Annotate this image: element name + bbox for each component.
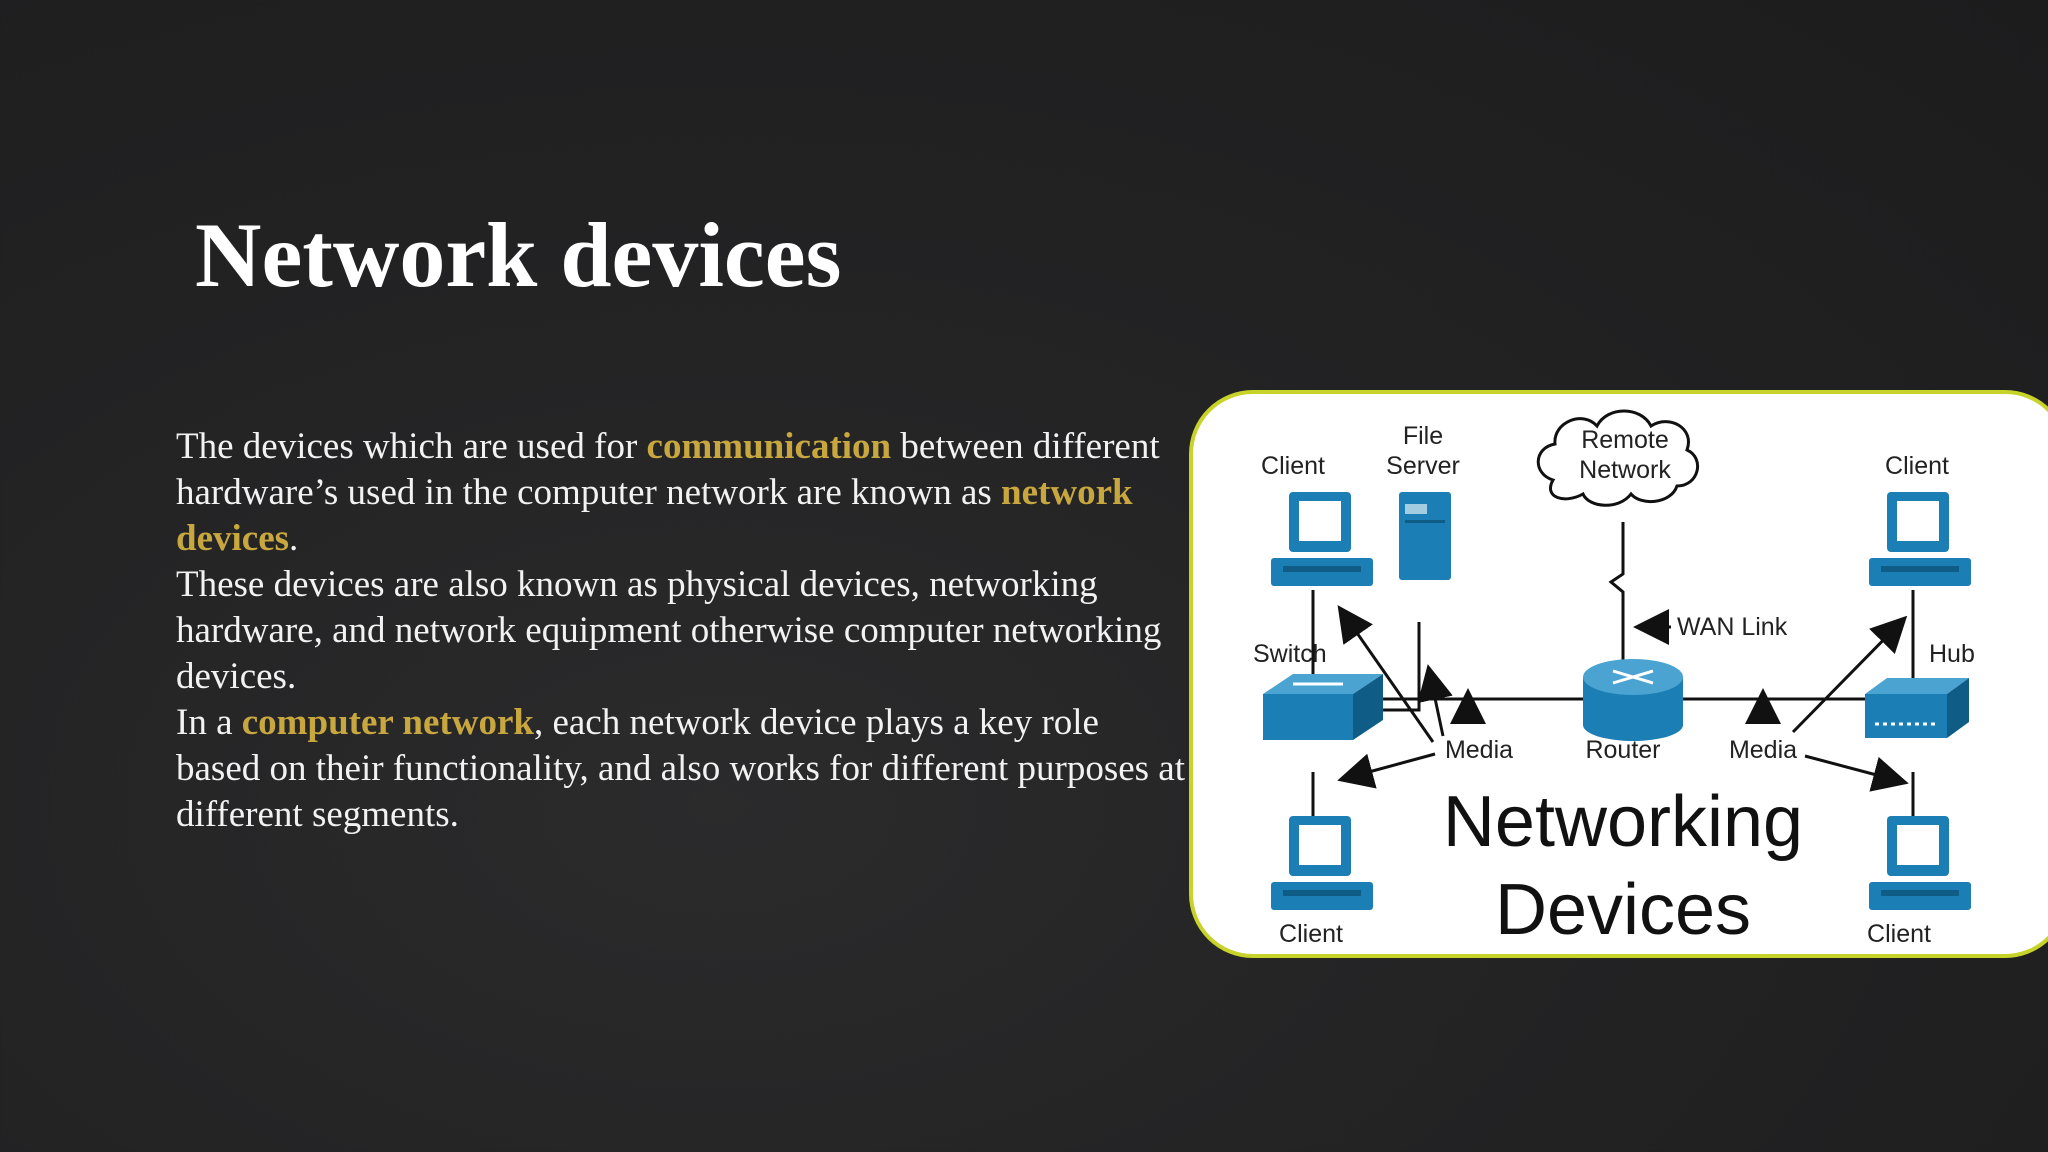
network-diagram-svg: Client File Server Remote Network Client… <box>1253 409 1975 950</box>
switch-icon <box>1263 674 1383 740</box>
slide-title: Network devices <box>195 204 842 306</box>
connection-lines <box>1311 522 1915 824</box>
label-client-bottom-right: Client <box>1867 920 1931 948</box>
caption-devices: Devices <box>1495 870 1751 950</box>
remote-network-cloud-icon <box>1536 409 1699 507</box>
arrows <box>1337 605 1909 792</box>
label-wan-link: WAN Link <box>1677 613 1788 641</box>
label-file-server-line1: File <box>1403 422 1443 450</box>
highlight-network-devices: network devices <box>176 472 1133 559</box>
client-computer-icon <box>1271 816 1373 910</box>
hub-icon <box>1865 678 1969 738</box>
label-router: Router <box>1585 736 1660 764</box>
label-remote-network-line2: Network <box>1579 456 1671 484</box>
paragraph-2: These devices are also known as physical… <box>176 564 1162 697</box>
networking-devices-diagram: Client File Server Remote Network Client… <box>1189 390 2048 958</box>
paragraph-1: The devices which are used for communica… <box>176 426 1160 559</box>
paragraph-3: In a computer network, each network devi… <box>176 702 1186 835</box>
label-file-server-line2: Server <box>1386 452 1460 480</box>
client-computer-icon <box>1869 492 1971 586</box>
highlight-computer-network: computer network <box>241 702 534 743</box>
label-media-right: Media <box>1729 736 1797 764</box>
label-hub: Hub <box>1929 640 1975 668</box>
slide-body-text: The devices which are used for communica… <box>176 424 1186 838</box>
router-icon <box>1583 659 1683 741</box>
label-client-top-left: Client <box>1261 452 1325 480</box>
label-switch: Switch <box>1253 640 1327 668</box>
client-computer-icon <box>1869 816 1971 910</box>
caption-networking: Networking <box>1443 782 1803 862</box>
label-client-bottom-left: Client <box>1279 920 1343 948</box>
highlight-communication: communication <box>646 426 892 467</box>
label-media-left: Media <box>1445 736 1513 764</box>
file-server-icon <box>1399 492 1451 580</box>
label-remote-network-line1: Remote <box>1581 426 1669 454</box>
label-client-top-right: Client <box>1885 452 1949 480</box>
client-computer-icon <box>1271 492 1373 586</box>
